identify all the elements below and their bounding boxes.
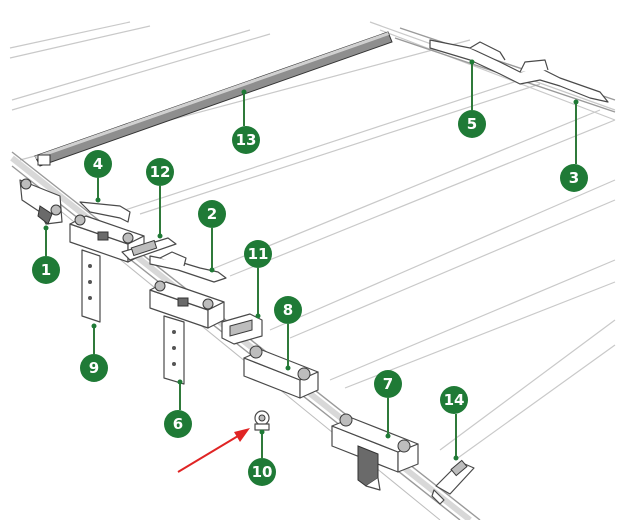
callout-badge-12: 12: [146, 158, 174, 186]
callout-label-13: 13: [236, 131, 257, 149]
part-9-tower: [69, 214, 145, 323]
callout-label-1: 1: [41, 261, 51, 279]
part-5-deflector: [429, 39, 609, 103]
callout-badge-11: 11: [244, 240, 272, 268]
callout-label-4: 4: [93, 155, 103, 173]
callout-badge-5: 5: [458, 110, 486, 138]
part-4-clip: [79, 201, 131, 223]
callout-label-9: 9: [89, 359, 99, 377]
part-8-foot: [243, 345, 319, 399]
callout-badge-4: 4: [84, 150, 112, 178]
callout-badge-1: 1: [32, 256, 60, 284]
callout-label-7: 7: [383, 375, 393, 393]
callout-badges: 1 2 3 4 5 6: [32, 59, 588, 486]
callout-label-6: 6: [173, 415, 183, 433]
callout-badge-7: 7: [374, 370, 402, 398]
callout-label-8: 8: [283, 301, 293, 319]
callout-label-10: 10: [252, 463, 273, 481]
part-12-flat-bracket: [121, 237, 177, 261]
callout-label-5: 5: [467, 115, 477, 133]
callout-badge-13: 13: [232, 126, 260, 154]
callout-label-12: 12: [150, 163, 171, 181]
part-11-block: [221, 313, 263, 345]
part-6-tower: [149, 280, 225, 385]
callout-badge-10: 10: [248, 458, 276, 486]
callout-badge-9: 9: [80, 354, 108, 382]
part-13-long-bar: [34, 31, 393, 167]
callout-label-2: 2: [207, 205, 217, 223]
pointer-arrow: [177, 428, 250, 473]
part-7-foot: [331, 413, 419, 491]
callout-label-14: 14: [444, 391, 465, 409]
callout-label-11: 11: [248, 245, 269, 263]
part-1-bracket: [19, 178, 63, 225]
callout-badge-3: 3: [560, 164, 588, 192]
part-14-endcap: [431, 459, 475, 505]
callout-badge-6: 6: [164, 410, 192, 438]
callout-badge-2: 2: [198, 200, 226, 228]
part-2-deflector: [149, 251, 227, 283]
callout-badge-8: 8: [274, 296, 302, 324]
part-10-clamp: [254, 410, 270, 431]
callout-label-3: 3: [569, 169, 579, 187]
callout-badge-14: 14: [440, 386, 468, 414]
